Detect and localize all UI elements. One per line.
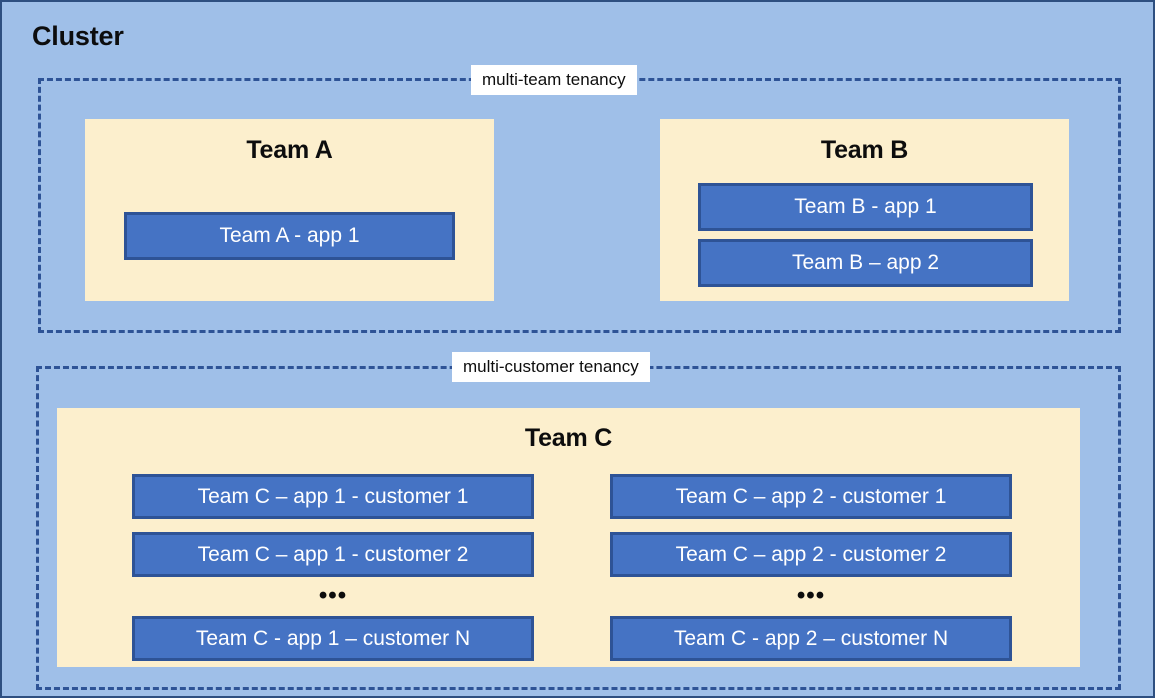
- team-c-panel: Team C Team C – app 1 - customer 1 Team …: [57, 408, 1080, 667]
- team-c-app-2-ellipsis: •••: [796, 582, 826, 609]
- team-c-app-1-customer-1-box[interactable]: Team C – app 1 - customer 1: [132, 474, 534, 519]
- team-c-app-1-customer-2-box[interactable]: Team C – app 1 - customer 2: [132, 532, 534, 577]
- multi-team-tenancy-label: multi-team tenancy: [471, 65, 637, 95]
- team-a-app-1-box[interactable]: Team A - app 1: [124, 212, 455, 260]
- team-b-app-2-box[interactable]: Team B – app 2: [698, 239, 1033, 287]
- team-b-title: Team B: [820, 136, 909, 164]
- team-c-app-1-ellipsis: •••: [318, 582, 348, 609]
- cluster-title: Cluster: [32, 21, 124, 51]
- team-a-panel: Team A Team A - app 1: [85, 119, 494, 301]
- team-a-title: Team A: [246, 136, 333, 164]
- team-c-app-2-customer-2-box[interactable]: Team C – app 2 - customer 2: [610, 532, 1012, 577]
- multi-customer-tenancy-label: multi-customer tenancy: [452, 352, 650, 382]
- team-c-app-1-customer-n-box[interactable]: Team C - app 1 – customer N: [132, 616, 534, 661]
- team-c-app-2-customer-n-box[interactable]: Team C - app 2 – customer N: [610, 616, 1012, 661]
- team-b-panel: Team B Team B - app 1 Team B – app 2: [660, 119, 1069, 301]
- team-c-title: Team C: [524, 424, 613, 452]
- team-c-app-2-customer-1-box[interactable]: Team C – app 2 - customer 1: [610, 474, 1012, 519]
- team-b-app-1-box[interactable]: Team B - app 1: [698, 183, 1033, 231]
